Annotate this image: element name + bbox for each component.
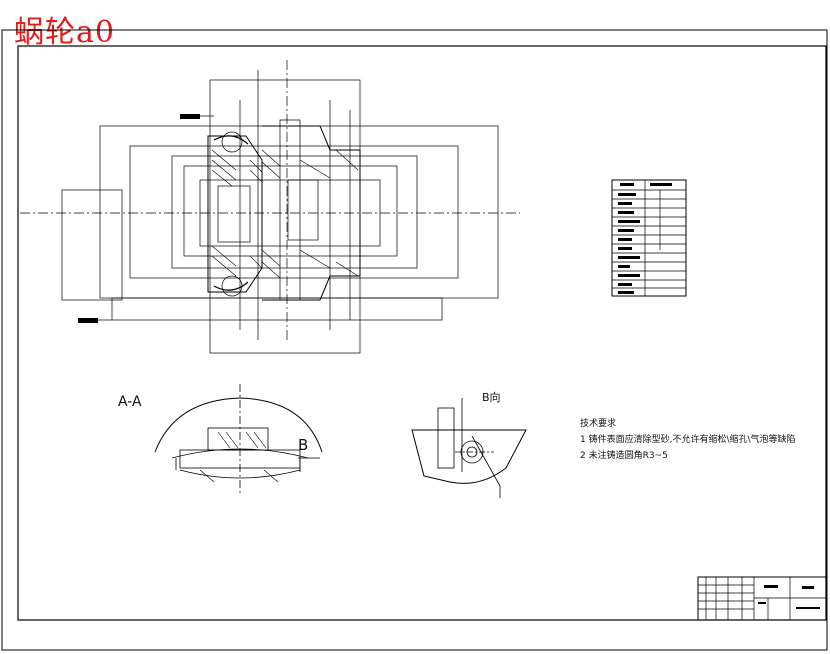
technical-requirements: 技术要求 1 铸件表面应清除型砂,不允许有缩松\缩孔\气泡等缺陷 2 未注铸造圆… [580, 416, 796, 464]
section-hatching [211, 149, 359, 279]
b-section-marker: B [298, 436, 309, 454]
aa-hatching [199, 431, 279, 483]
leader-tag-top [180, 114, 200, 119]
parameter-table [611, 179, 687, 297]
aa-section-label: A-A [118, 394, 142, 410]
main-section-view [20, 60, 520, 354]
b-view-label: B向 [482, 391, 501, 404]
tech-req-heading: 技术要求 [580, 419, 617, 429]
parameter-table-cell-marks [618, 183, 672, 294]
title-block-marks [758, 585, 820, 609]
sheet-inner-border [17, 45, 827, 621]
tech-req-item: 2 未注铸造圆角R3~5 [580, 451, 668, 461]
drawing-title-stamp: 蜗轮a0 [14, 15, 115, 50]
aa-section-view [154, 384, 323, 496]
b-view [411, 398, 527, 498]
tech-req-item: 1 铸件表面应清除型砂,不允许有缩松\缩孔\气泡等缺陷 [580, 435, 796, 445]
leader-tag-bottom [78, 318, 98, 323]
sheet-outer-border [1, 29, 828, 651]
title-block [697, 576, 827, 621]
